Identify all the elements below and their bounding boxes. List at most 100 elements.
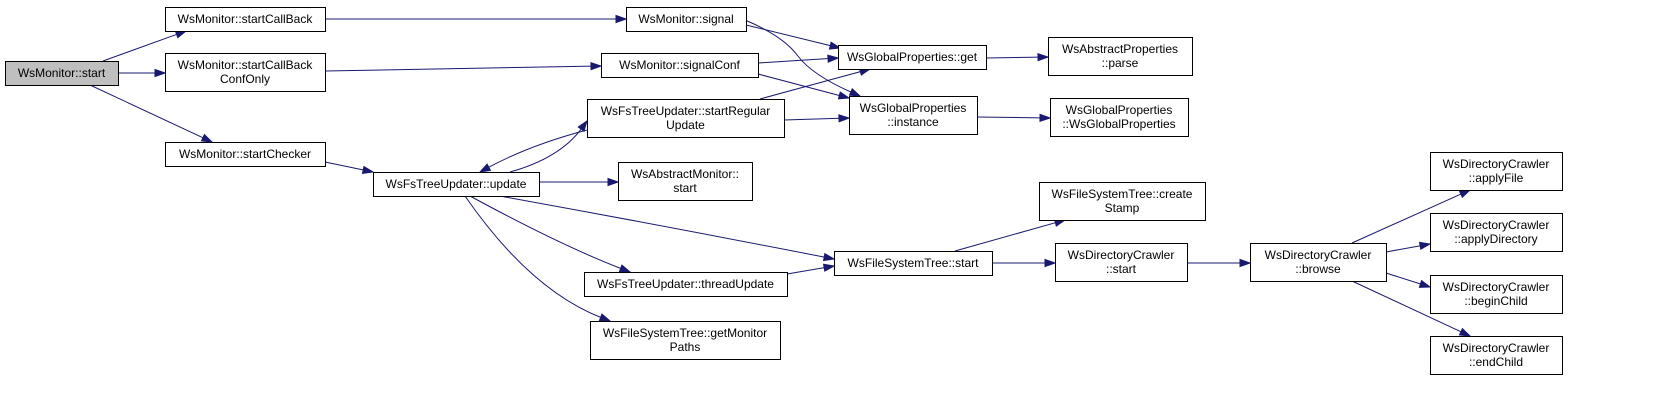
- node-label: ::instance: [887, 115, 939, 129]
- node-box: [618, 162, 753, 201]
- node-label: ::browse: [1295, 262, 1341, 276]
- arrowhead: [200, 133, 214, 143]
- call-edge-n1-to-n4: [89, 84, 214, 143]
- arrowhead: [1044, 258, 1057, 268]
- call-edge-n6-to-n7: [757, 54, 840, 64]
- call-edge-n3-to-n6: [324, 61, 603, 72]
- function-node-n20[interactable]: WsDirectoryCrawler::applyFile: [1430, 152, 1563, 191]
- edge-line: [469, 195, 622, 270]
- node-label: WsMonitor::signal: [638, 12, 733, 26]
- arrowhead: [1239, 258, 1252, 268]
- function-node-n8[interactable]: WsGlobalProperties::instance: [849, 96, 978, 135]
- node-label: WsAbstractProperties: [1062, 42, 1178, 56]
- node-box: [1250, 243, 1387, 282]
- edge-line: [1385, 272, 1422, 285]
- node-label: Paths: [670, 340, 701, 354]
- node-label: WsFileSystemTree::create: [1052, 187, 1193, 201]
- arrowhead: [154, 68, 167, 78]
- function-node-n4[interactable]: WsMonitor::startChecker: [165, 142, 326, 167]
- node-label: ::beginChild: [1464, 294, 1527, 308]
- call-edge-n5-to-n7: [745, 24, 842, 50]
- function-node-n9[interactable]: WsAbstractProperties::parse: [1048, 37, 1193, 76]
- call-edge-n2-to-n5: [325, 14, 628, 24]
- call-edge-n16-to-n17: [954, 218, 1067, 252]
- arrowhead: [822, 263, 836, 272]
- call-edge-n11-to-n16: [499, 195, 836, 262]
- function-node-n18[interactable]: WsDirectoryCrawler::start: [1055, 243, 1188, 282]
- node-label: WsMonitor::start: [18, 66, 106, 80]
- node-box: [1430, 213, 1563, 252]
- function-node-n6[interactable]: WsMonitor::signalConf: [601, 53, 759, 78]
- arrowhead: [828, 41, 842, 50]
- call-edges: [89, 14, 1472, 337]
- node-box: [5, 61, 119, 86]
- node-box: [584, 272, 788, 297]
- arrowhead: [478, 163, 492, 173]
- node-box: [849, 96, 978, 135]
- node-box: [1050, 98, 1189, 137]
- edge-line: [783, 117, 841, 121]
- node-label: ConfOnly: [220, 72, 270, 86]
- node-box: [834, 251, 993, 276]
- edge-line: [324, 65, 593, 72]
- edge-line: [1351, 193, 1462, 244]
- node-box: [165, 7, 326, 32]
- arrowhead: [1458, 327, 1472, 337]
- function-node-n2[interactable]: WsMonitor::startCallBack: [165, 7, 326, 32]
- arrowhead: [837, 91, 851, 100]
- arrowhead: [598, 313, 612, 322]
- call-edge-n5-to-n8: [744, 19, 862, 97]
- function-node-n19[interactable]: WsDirectoryCrawler::browse: [1250, 243, 1387, 282]
- edge-line: [464, 195, 602, 319]
- function-node-n23[interactable]: WsDirectoryCrawler::endChild: [1430, 336, 1563, 375]
- function-node-n7[interactable]: WsGlobalProperties::get: [838, 45, 987, 70]
- node-label: ::applyFile: [1469, 171, 1524, 185]
- node-label: ::endChild: [1469, 355, 1523, 369]
- function-node-n5[interactable]: WsMonitor::signal: [626, 7, 747, 32]
- call-edge-n14-to-n16: [786, 263, 836, 275]
- node-box: [1048, 37, 1193, 76]
- node-label: WsMonitor::signalConf: [619, 58, 740, 72]
- arrowhead: [618, 264, 632, 273]
- node-label: WsGlobalProperties: [860, 101, 967, 115]
- arrowhead: [577, 119, 588, 132]
- function-node-n14[interactable]: WsFsTreeUpdater::threadUpdate: [584, 272, 788, 297]
- function-node-n10[interactable]: WsGlobalProperties::WsGlobalProperties: [1050, 98, 1189, 137]
- node-label: WsDirectoryCrawler: [1443, 341, 1550, 355]
- edge-line: [985, 56, 1040, 59]
- node-box: [1430, 336, 1563, 375]
- node-label: WsFsTreeUpdater::threadUpdate: [597, 277, 774, 291]
- function-node-n11[interactable]: WsFsTreeUpdater::update: [373, 172, 540, 197]
- arrowhead: [1458, 189, 1472, 199]
- arrowhead: [1418, 279, 1432, 288]
- node-label: WsFileSystemTree::start: [848, 256, 980, 270]
- function-node-n21[interactable]: WsDirectoryCrawler::applyDirectory: [1430, 213, 1563, 252]
- arrowhead: [590, 61, 603, 71]
- call-edge-n11-to-n15: [464, 195, 612, 322]
- edge-line: [745, 24, 832, 47]
- function-node-n13[interactable]: WsAbstractMonitor::start: [618, 162, 753, 201]
- function-node-n1[interactable]: WsMonitor::start: [5, 61, 119, 86]
- function-node-n16[interactable]: WsFileSystemTree::start: [834, 251, 993, 276]
- node-box: [601, 53, 759, 78]
- call-edge-n19-to-n22: [1385, 272, 1432, 288]
- edge-line: [324, 161, 365, 171]
- node-label: ::WsGlobalProperties: [1062, 117, 1175, 131]
- function-node-n22[interactable]: WsDirectoryCrawler::beginChild: [1430, 275, 1563, 314]
- arrowhead: [607, 177, 620, 187]
- edge-line: [757, 58, 830, 64]
- arrowhead: [174, 30, 188, 39]
- node-label: WsFsTreeUpdater::update: [386, 177, 527, 191]
- arrowhead: [1037, 52, 1050, 62]
- node-label: WsGlobalProperties: [1066, 103, 1173, 117]
- arrowhead: [1418, 241, 1432, 251]
- node-label: WsMonitor::startChecker: [179, 147, 311, 161]
- arrowhead: [827, 54, 840, 63]
- node-label: WsDirectoryCrawler: [1443, 157, 1550, 171]
- node-box: [587, 99, 785, 138]
